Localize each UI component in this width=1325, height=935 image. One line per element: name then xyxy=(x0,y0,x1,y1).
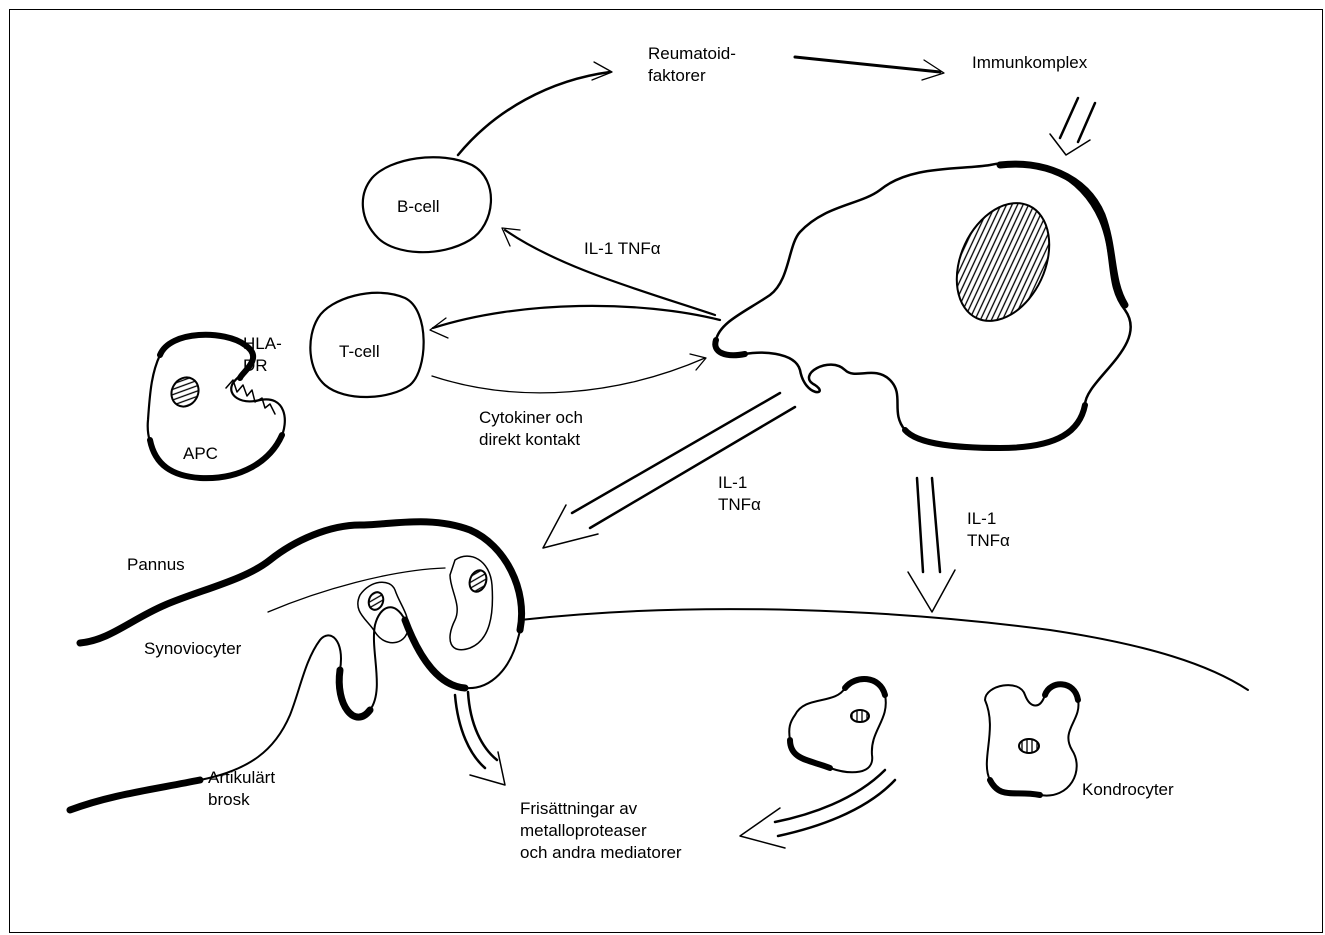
arrow-synovium-to-release xyxy=(455,692,505,785)
label-t-cell: T-cell xyxy=(339,341,380,363)
arrow-tcell-to-macrophage xyxy=(432,354,706,393)
arrow-rf-to-immunkomplex xyxy=(795,57,944,80)
label-immunkomplex: Immunkomplex xyxy=(972,52,1087,74)
label-cytokiner: Cytokiner och direkt kontakt xyxy=(479,407,583,451)
label-apc: APC xyxy=(183,443,218,465)
arrow-bcell-to-rf xyxy=(458,62,612,155)
macrophage-nucleus xyxy=(939,188,1068,336)
chondrocyte-1 xyxy=(789,679,886,772)
arrow-chondrocyte-to-release xyxy=(740,770,895,848)
synoviocyte-nucleus xyxy=(467,568,490,594)
arrow-macrophage-to-tcell xyxy=(430,306,720,338)
arrow-macrophage-to-cartilage xyxy=(908,478,955,612)
arrow-immunkomplex-to-macrophage xyxy=(1050,98,1095,155)
label-hla-dr: HLA- DR xyxy=(243,333,282,377)
label-pannus: Pannus xyxy=(127,554,185,576)
label-il1-tnf-right: IL-1 TNFα xyxy=(967,508,1010,552)
label-synoviocyter: Synoviocyter xyxy=(144,638,241,660)
chondrocyte-nucleus xyxy=(1019,739,1039,753)
label-artikulart-brosk: Artikulärt brosk xyxy=(208,767,275,811)
synoviocyte-nucleus xyxy=(366,590,385,612)
label-reumatoid-faktorer: Reumatoid- faktorer xyxy=(648,43,736,87)
chondrocyte-nucleus xyxy=(851,710,869,722)
cartilage-surface xyxy=(520,609,1248,690)
macrophage-cell xyxy=(715,162,1130,448)
label-il1-tnf-top: IL-1 TNFα xyxy=(584,238,661,260)
label-il1-tnf-mid: IL-1 TNFα xyxy=(718,472,761,516)
chondrocyte-2 xyxy=(985,684,1078,795)
label-b-cell: B-cell xyxy=(397,196,440,218)
apc-nucleus xyxy=(166,373,204,412)
label-frisattningar: Frisättningar av metalloproteaser och an… xyxy=(520,798,682,864)
label-kondrocyter: Kondrocyter xyxy=(1082,779,1174,801)
